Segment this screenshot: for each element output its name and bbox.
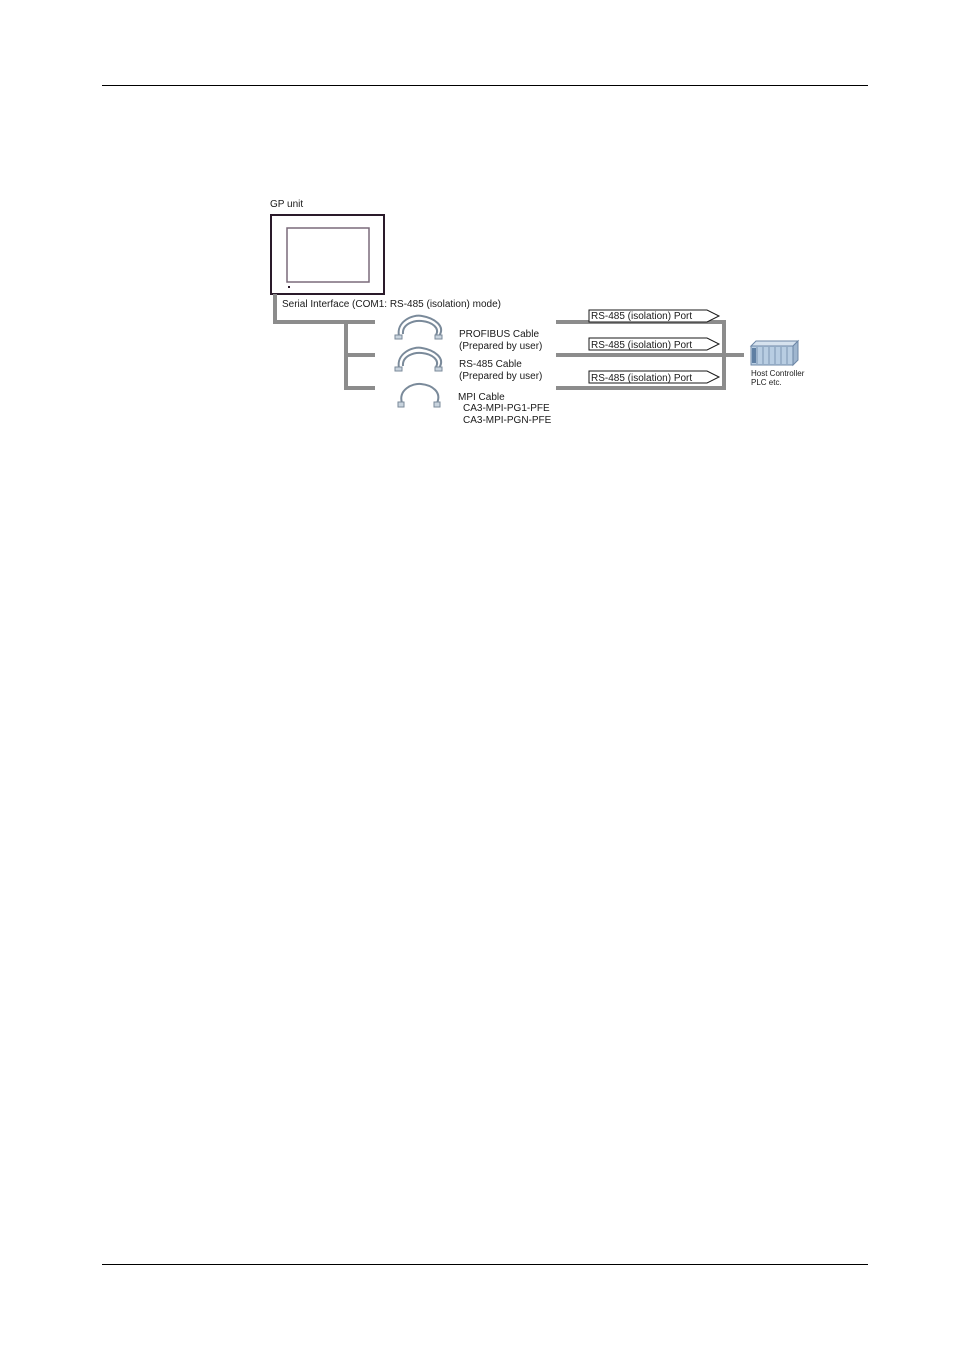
mpi-cable-model-2: CA3-MPI-PGN-PFE bbox=[463, 415, 552, 426]
profibus-cable-icon bbox=[394, 314, 443, 340]
mpi-cable-icon bbox=[397, 382, 441, 408]
mpi-cable-label: MPI Cable bbox=[458, 392, 505, 403]
host-wiring bbox=[556, 320, 744, 390]
port-tag-1: RS-485 (isolation) Port bbox=[588, 309, 721, 323]
gp-unit-label: GP unit bbox=[270, 199, 303, 210]
port-tag-3: RS-485 (isolation) Port bbox=[588, 370, 721, 384]
plc-label: PLC etc. bbox=[751, 378, 782, 387]
plc-icon bbox=[749, 339, 800, 367]
gp-unit-icon bbox=[270, 214, 385, 295]
rs485-cable-note: (Prepared by user) bbox=[459, 371, 542, 382]
profibus-cable-note: (Prepared by user) bbox=[459, 341, 542, 352]
port-tag-2: RS-485 (isolation) Port bbox=[588, 337, 721, 351]
profibus-cable-label: PROFIBUS Cable bbox=[459, 329, 539, 340]
serial-interface-label: Serial Interface (COM1: RS-485 (isolatio… bbox=[282, 299, 501, 310]
mpi-cable-model-1: CA3-MPI-PG1-PFE bbox=[463, 403, 550, 414]
header-rule bbox=[102, 85, 868, 86]
rs485-cable-label: RS-485 Cable bbox=[459, 359, 522, 370]
port-tag-1-label: RS-485 (isolation) Port bbox=[591, 311, 692, 322]
host-controller-label: Host Controller bbox=[751, 369, 805, 378]
port-tag-3-label: RS-485 (isolation) Port bbox=[591, 373, 692, 384]
rs485-cable-icon bbox=[394, 346, 443, 372]
footer-rule bbox=[102, 1264, 868, 1265]
gp-wiring bbox=[273, 294, 375, 390]
port-tag-2-label: RS-485 (isolation) Port bbox=[591, 340, 692, 351]
